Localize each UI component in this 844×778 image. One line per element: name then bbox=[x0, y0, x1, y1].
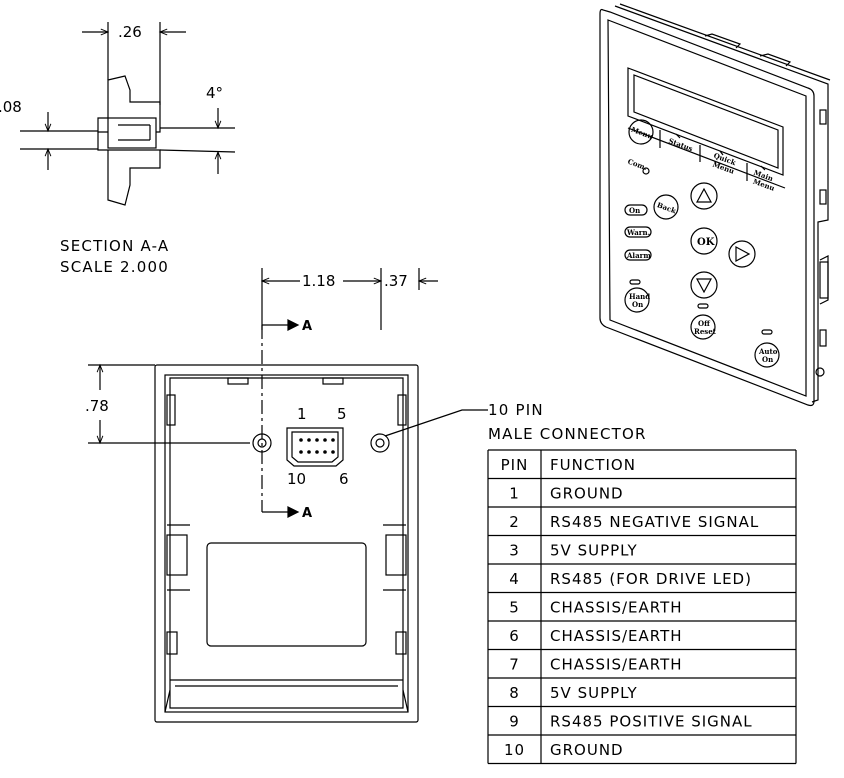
dim-height-label: .08 bbox=[0, 98, 22, 116]
keypad-bezel bbox=[599, 8, 815, 407]
connector-leader bbox=[384, 409, 488, 437]
menu-key-shape bbox=[628, 119, 654, 145]
section-marker-top: A bbox=[302, 319, 312, 334]
key-hand-label: Hand bbox=[629, 292, 650, 301]
key-back-label: Back bbox=[656, 200, 678, 215]
table-cell-function: RS485 (FOR DRIVE LED) bbox=[550, 570, 752, 588]
dim-hole-spacing-label: 1.18 bbox=[302, 272, 335, 290]
ok-key-shape bbox=[690, 227, 718, 255]
lcd-window bbox=[627, 67, 784, 176]
table-cell-function: RS485 NEGATIVE SIGNAL bbox=[550, 513, 759, 531]
section-marker-bottom: A bbox=[302, 506, 312, 521]
mounting-hole-right bbox=[370, 433, 390, 453]
table-cell-pin: 6 bbox=[509, 627, 520, 645]
section-slot bbox=[107, 117, 157, 149]
table-cell-function: RS485 POSITIVE SIGNAL bbox=[550, 713, 753, 731]
key-com-label: Com. bbox=[626, 157, 648, 172]
section-part-outline bbox=[97, 75, 161, 133]
table-cell-pin: 9 bbox=[509, 713, 520, 731]
connector-label-line2: MALE CONNECTOR bbox=[488, 425, 647, 443]
ten-pin-connector bbox=[286, 427, 344, 467]
key-warn-label: Warn. bbox=[626, 228, 650, 237]
dim-right-offset-label: .37 bbox=[384, 272, 408, 290]
key-status-label: Status bbox=[667, 136, 694, 153]
table-cell-function: CHASSIS/EARTH bbox=[550, 656, 683, 674]
key-auto-on-label: On bbox=[762, 355, 773, 364]
back-key-shape bbox=[653, 194, 679, 220]
table-cell-pin: 4 bbox=[509, 570, 520, 588]
key-auto-label: Auto bbox=[758, 347, 778, 356]
rear-view bbox=[88, 268, 488, 723]
keypad-key-labels: Menu Status Quick Menu Main Menu Com. Ba… bbox=[626, 125, 778, 364]
table-header-pin: PIN bbox=[501, 456, 529, 474]
key-menu-label: Menu bbox=[630, 125, 654, 141]
table-cell-pin: 2 bbox=[509, 513, 520, 531]
table-cell-function: GROUND bbox=[550, 485, 624, 503]
up-key-shape bbox=[690, 182, 718, 210]
keypad-illustration bbox=[599, 3, 831, 407]
table-cell-pin: 10 bbox=[504, 741, 525, 759]
key-reset-label: Reset bbox=[694, 327, 717, 336]
table-cell-pin: 1 bbox=[509, 485, 520, 503]
table-cell-function: CHASSIS/EARTH bbox=[550, 599, 683, 617]
key-ok-label: OK bbox=[697, 237, 715, 248]
table-header-function: FUNCTION bbox=[550, 456, 636, 474]
dim-angle-label: 4° bbox=[206, 84, 223, 102]
down-key-shape bbox=[690, 271, 718, 299]
pin-label-1: 1 bbox=[297, 405, 307, 423]
label-recess bbox=[206, 542, 367, 647]
rear-inner-frame bbox=[164, 374, 409, 713]
rear-outer-frame bbox=[154, 364, 419, 723]
table-cell-function: CHASSIS/EARTH bbox=[550, 627, 683, 645]
key-alarm-label: Alarm bbox=[626, 251, 651, 260]
section-caption: SECTION A-A bbox=[60, 237, 169, 255]
section-view bbox=[20, 22, 236, 206]
table-cell-pin: 7 bbox=[509, 656, 520, 674]
table-cell-function: 5V SUPPLY bbox=[550, 542, 638, 560]
dim-vertical-label: .78 bbox=[85, 397, 109, 415]
connector-pins bbox=[299, 438, 335, 454]
pin-label-6: 6 bbox=[339, 470, 349, 488]
table-cell-pin: 5 bbox=[509, 599, 520, 617]
right-key-shape bbox=[728, 240, 756, 268]
connector-label-line1: 10 PIN bbox=[488, 401, 544, 419]
auto-on-key-shape bbox=[754, 342, 780, 368]
pin-label-10: 10 bbox=[287, 470, 306, 488]
off-reset-key-shape bbox=[690, 314, 716, 340]
mounting-hole-left bbox=[252, 433, 272, 453]
key-off-label: Off bbox=[698, 319, 711, 328]
table-cell-pin: 3 bbox=[509, 542, 520, 560]
key-hand-on-label: On bbox=[632, 300, 643, 309]
pin-label-5: 5 bbox=[337, 405, 347, 423]
table-cell-function: GROUND bbox=[550, 741, 624, 759]
scale-caption: SCALE 2.000 bbox=[60, 258, 169, 276]
hand-on-key-shape bbox=[624, 287, 650, 313]
key-on-label: On bbox=[629, 206, 640, 215]
table-cell-pin: 8 bbox=[509, 684, 520, 702]
dim-width-label: .26 bbox=[118, 23, 142, 41]
table-cell-function: 5V SUPPLY bbox=[550, 684, 638, 702]
